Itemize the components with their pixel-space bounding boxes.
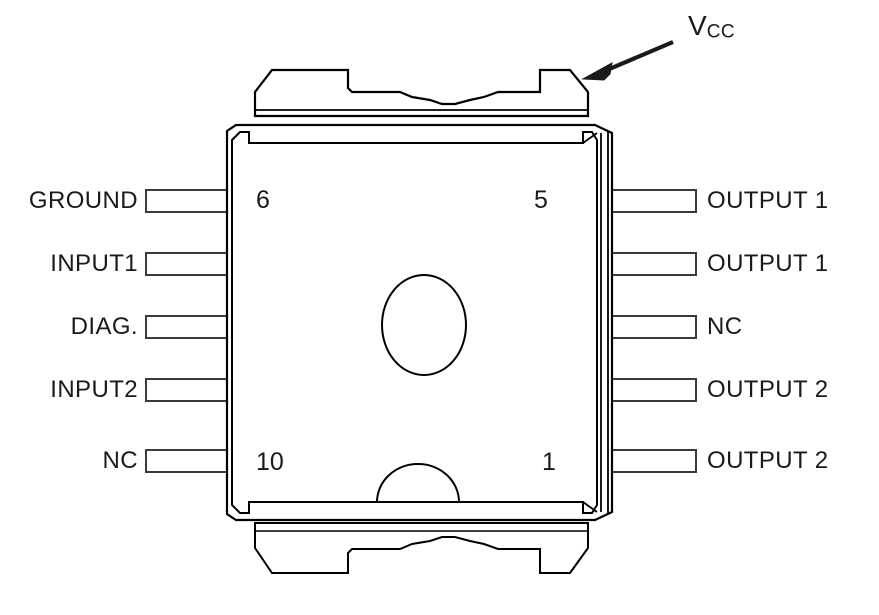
right-pin-leads [611, 189, 697, 473]
pin-number-top-right: 5 [534, 186, 548, 214]
bottom-notch-semicircle [375, 463, 461, 503]
vcc-arrow-shaft [599, 40, 674, 75]
right-pin-label-nc: NC [707, 313, 743, 340]
package-body [225, 123, 614, 522]
left-pin-label-diag: DIAG. [70, 313, 138, 340]
center-oval-marking [381, 274, 467, 376]
right-pin-lead-5 [611, 449, 697, 473]
bottom-mounting-tab [254, 522, 589, 574]
left-pin-lead-1 [145, 189, 231, 213]
vcc-arrow-head [581, 62, 613, 81]
left-pin-lead-4 [145, 378, 231, 402]
left-pin-lead-5 [145, 449, 231, 473]
right-pin-lead-2 [611, 252, 697, 276]
pin-number-top-left: 6 [256, 186, 270, 214]
left-pin-label-input1: INPUT1 [50, 250, 138, 277]
right-pin-label-output2-b: OUTPUT 2 [707, 447, 829, 474]
top-tab-outline [253, 68, 590, 118]
vcc-label-main: V [688, 10, 707, 41]
left-pin-lead-3 [145, 315, 231, 339]
vcc-label: VCC [688, 10, 736, 43]
right-pin-label-output1-b: OUTPUT 1 [707, 250, 829, 277]
vcc-label-subscript: CC [706, 21, 736, 43]
left-pin-label-input2: INPUT2 [50, 376, 138, 403]
right-pin-lead-1 [611, 189, 697, 213]
package-body-bottom-right-chamfer [582, 501, 598, 513]
pin-number-bottom-right: 1 [542, 448, 556, 476]
right-pin-lead-4 [611, 378, 697, 402]
top-mounting-tab [253, 68, 590, 118]
left-pin-label-nc: NC [102, 447, 138, 474]
left-pin-lead-2 [145, 252, 231, 276]
package-body-top-right-chamfer [582, 132, 598, 144]
vcc-arrow [581, 40, 674, 81]
right-pin-lead-3 [611, 315, 697, 339]
right-pin-label-output2-a: OUTPUT 2 [707, 376, 829, 403]
bottom-tab-outline [254, 522, 589, 574]
left-pin-leads [145, 189, 231, 473]
left-pin-label-ground: GROUND [28, 187, 138, 214]
right-pin-label-output1-a: OUTPUT 1 [707, 187, 829, 214]
pin-number-bottom-left: 10 [256, 448, 284, 476]
